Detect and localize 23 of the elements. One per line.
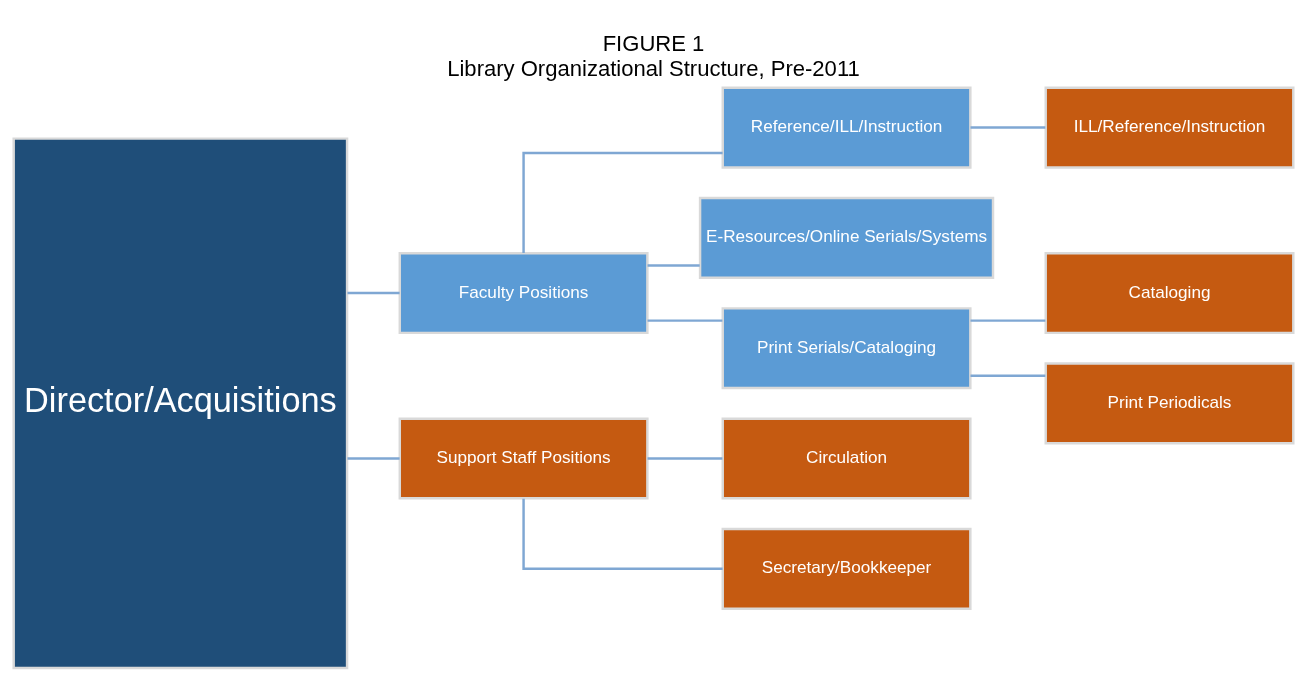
node-box: Cataloging [1044, 251, 1295, 334]
connector [970, 374, 1046, 377]
node-box: Print Periodicals [1044, 361, 1295, 444]
connector [970, 125, 1046, 129]
node-box: Secretary/Bookkeeper [721, 527, 972, 610]
connector [522, 498, 723, 570]
node-box: Director/Acquisitions [12, 136, 349, 669]
node-box: E-Resources/Online Serials/Systems [698, 196, 995, 279]
connector [347, 456, 400, 460]
node-box: ILL/Reference/Instruction [1044, 86, 1295, 169]
node-box: Circulation [721, 416, 972, 500]
node-box: Print Serials/Cataloging [721, 306, 972, 389]
connector [647, 456, 723, 460]
node-box: Reference/ILL/Instruction [721, 86, 972, 169]
node-box: Support Staff Positions [398, 416, 649, 500]
node-box: Faculty Positions [398, 251, 649, 334]
connector [647, 318, 723, 322]
connector [647, 263, 700, 267]
connector [522, 151, 723, 253]
connector [347, 291, 400, 294]
connector [970, 318, 1046, 322]
caption: Library Organizational Structure, Pre-2011 [447, 55, 860, 81]
diagram-title: FIGURE 1 [602, 30, 705, 56]
